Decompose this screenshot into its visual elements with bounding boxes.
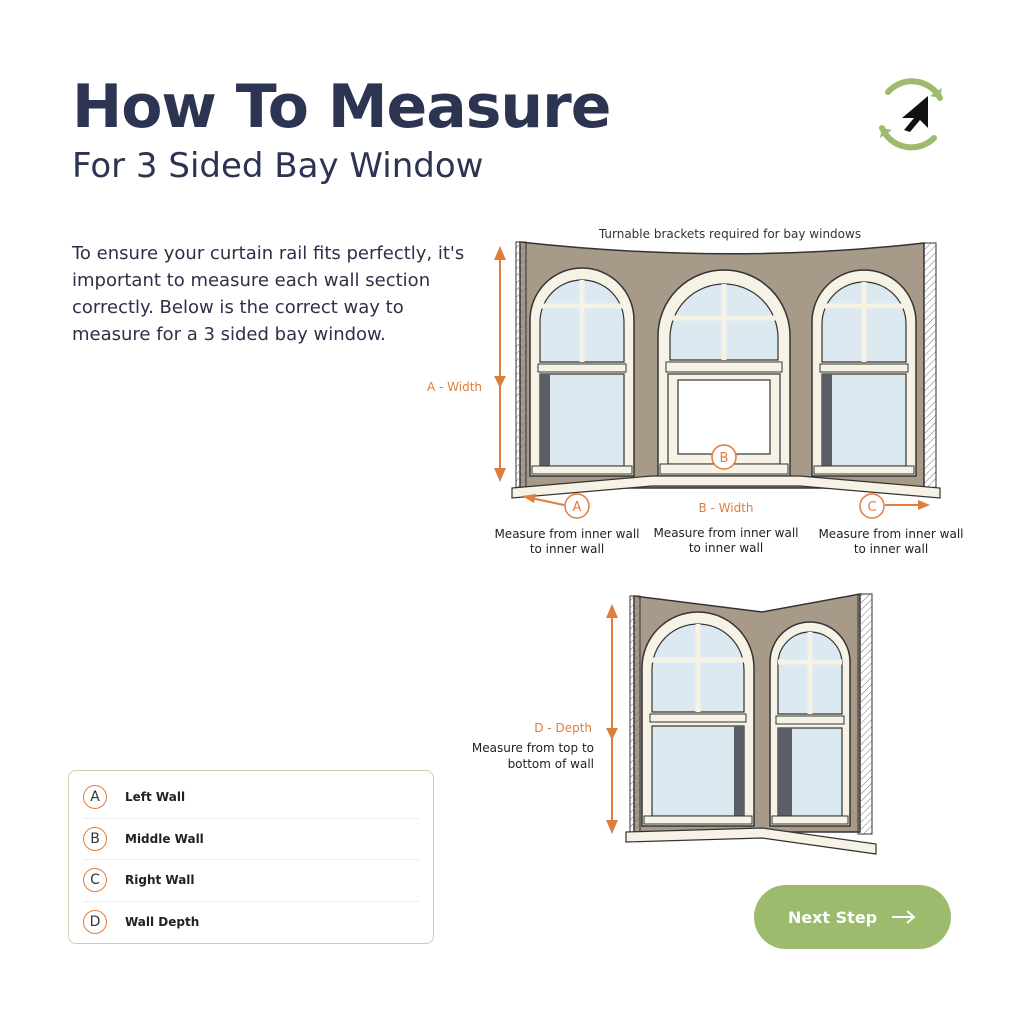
a-arrowhead [522,494,536,503]
caption-b-line1: Measure from inner wall [653,526,798,540]
caption-a-line2: to inner wall [530,542,604,556]
a-width-label: A - Width [427,380,482,394]
c-arrowhead [918,500,930,510]
top-right-window [811,269,917,477]
bottom-bay-window: D - Depth Measure from top to bottom of … [472,593,877,855]
page-title: How To Measure [72,72,611,142]
arrow-right-icon [892,910,916,924]
bottom-left-window [641,611,755,827]
marker-c [859,493,885,519]
marker-c-letter: C [867,500,876,515]
a-height-arrow [494,246,506,482]
b-width-label: B - Width [698,501,753,515]
d-depth-label: D - Depth [534,721,592,735]
page-subtitle: For 3 Sided Bay Window [72,146,484,186]
caption-c-line1: Measure from inner wall [818,527,963,541]
next-step-label: Next Step [787,907,878,927]
next-step-button[interactable]: Next Step [754,885,951,949]
bottom-wall-left-edge [629,595,641,833]
legend-badge-c: C [83,868,107,893]
bottom-wall-right-edge [857,593,873,835]
legend-card: A Left Wall B Middle Wall C Right Wall D… [68,770,434,944]
cursor-cycle-icon [879,78,943,151]
legend-label-left-wall: Left Wall [125,790,186,805]
d-caption-line1: Measure from top to [472,741,594,755]
marker-b [711,444,737,470]
marker-a-letter: A [573,500,582,515]
legend-label-right-wall: Right Wall [125,873,195,888]
caption-b-line2: to inner wall [689,541,763,555]
legend-label-wall-depth: Wall Depth [125,914,200,929]
top-wall-right-edge [923,242,937,489]
top-window-sill [511,475,941,499]
marker-a [564,493,590,519]
legend-item-wall-depth: D Wall Depth [83,902,419,943]
legend-badge-d: D [83,909,107,934]
bracket-note: Turnable brackets required for bay windo… [598,227,861,241]
legend-badge-a: A [83,785,107,810]
legend-label-middle-wall: Middle Wall [125,831,204,846]
legend-item-right-wall: C Right Wall [83,860,419,902]
caption-a-line1: Measure from inner wall [494,527,639,541]
bottom-right-window [769,621,851,827]
d-caption-line2: bottom of wall [508,757,594,771]
intro-paragraph: To ensure your curtain rail fits perfect… [72,243,465,345]
top-wall-left-edge [515,241,527,489]
legend-item-left-wall: A Left Wall [83,777,419,819]
legend-item-middle-wall: B Middle Wall [83,819,419,860]
caption-c-line2: to inner wall [854,542,928,556]
d-depth-arrow [606,604,618,834]
top-bay-window: Turnable brackets required for bay windo… [427,227,964,556]
marker-b-letter: B [720,451,729,466]
legend-badge-b: B [83,826,107,851]
top-left-window [529,267,635,477]
bottom-window-sill [625,827,877,855]
